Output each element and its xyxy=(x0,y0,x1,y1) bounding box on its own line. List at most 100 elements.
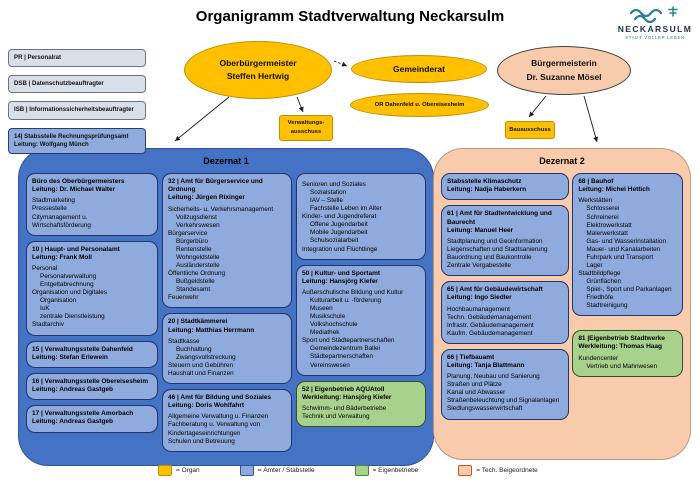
box-item: Gemeindezentrum Ballei xyxy=(310,345,380,353)
box-item: Zentrale Vergabestelle xyxy=(447,262,511,270)
box-item: Städtepartnerschaften xyxy=(310,353,373,361)
box-item: Bauordnung und Baukontrolle xyxy=(447,254,532,262)
box-item: Wirtschaftsförderung xyxy=(32,221,91,229)
box-item: Schwimm- und Bäderbetriebe xyxy=(302,404,387,412)
box-item: Personal xyxy=(32,265,58,272)
box-title: 66 | Tiefbauamt xyxy=(447,353,495,361)
dezernat-2-title: Dezernat 2 xyxy=(539,156,585,166)
sidebar-box-label: ISB | Informationssicherheitsbeauftragte… xyxy=(14,106,134,114)
box-item: Liegenschaften und Stadtsanierung xyxy=(447,246,548,253)
box-item: Zwangsvollstreckung xyxy=(176,353,236,361)
box-item: Kaufm. Gebäudemanagement xyxy=(447,329,533,337)
box-item: Volkshochschule xyxy=(310,321,358,329)
eigenbetriebe-swatch xyxy=(354,465,369,476)
box-leitung: Leitung: Andreas Gastgeb xyxy=(32,418,114,426)
page-title: Organigramm Stadtverwaltung Neckarsulm xyxy=(195,8,505,25)
neckarsulm-logo: NECKARSULM STADT VOLLER LEBEN xyxy=(612,5,698,40)
box-item: Friedhöfe xyxy=(586,294,614,302)
box-item: Bürgerservice xyxy=(168,229,208,237)
verwaltungsausschuss-line1: Verwaltungs- xyxy=(287,120,325,127)
logo-name: NECKARSULM xyxy=(617,24,693,34)
box-item: Stadtkasse xyxy=(168,337,200,345)
box-item: Vollzugsdienst xyxy=(176,213,217,221)
box-leitung: Leitung: Nadja Haberkern xyxy=(447,186,527,194)
legend-item: = Organ xyxy=(158,465,200,476)
box-item: Siedlungswasserwirtschaft xyxy=(447,405,523,413)
box-item: Wohngeldstelle xyxy=(176,253,220,261)
box-item: Stadtreinigung xyxy=(586,302,628,310)
box-title: 52 | Eigenbetrieb AQUAtoll xyxy=(302,385,385,393)
box-leitung: Leitung: Frank Moll xyxy=(32,253,92,261)
box-item: Sozialstation xyxy=(310,189,347,197)
box-item: Bürgerbüro xyxy=(176,237,208,245)
box-item: Schulsozialarbeit xyxy=(310,237,359,245)
box-item: Mobile Jugendarbeit xyxy=(310,229,368,237)
gemeinderat-oval: Gemeinderat xyxy=(351,55,487,83)
box-item: Offene Jugendarbeit xyxy=(310,221,368,229)
box-title: 68 | Bauhof xyxy=(578,178,614,185)
box-item: Planung, Neubau und Sanierung xyxy=(447,373,540,381)
oberbuergermeister-name: Steffen Hertwig xyxy=(226,71,290,81)
verwaltungsausschuss-line2: ausschuss xyxy=(290,129,322,135)
box-title: 32 | Amt für Bürgerservice und Ordnung xyxy=(168,178,263,194)
box-item: Technik und Verwaltung xyxy=(302,413,370,420)
buergermeisterin-name: Dr. Suzanne Mösel xyxy=(526,71,602,82)
verwaltungsausschuss-box: Verwaltungs- ausschuss xyxy=(279,115,333,141)
box-item: zentrale Dienstleistung xyxy=(40,313,105,321)
logo-tagline: STADT VOLLER LEBEN xyxy=(625,35,685,40)
box-item: Stadtplanung und Geoinformation xyxy=(447,237,543,245)
box-item: Ausländerstelle xyxy=(176,262,220,269)
box-item: Organisation und Digitales xyxy=(32,289,107,297)
box-leitung: Leitung: Dr. Michael Walter xyxy=(32,186,116,194)
box-item: Kundencenter xyxy=(578,354,619,362)
box-item: Sport und Städtepartnerschaften xyxy=(302,337,395,345)
box-item: Öffentliche Ordnung xyxy=(168,270,226,278)
box-item: Organisation xyxy=(40,297,77,305)
box-leitung: Leitung: Stefan Erlewein xyxy=(32,353,108,361)
sidebar-box-label: Leitung: Wolfgang Münch xyxy=(14,140,89,148)
box-item: Vereinswesen xyxy=(310,361,350,369)
oberbuergermeister-title: Oberbürgermeister xyxy=(219,57,297,68)
box-item: Elektrowerkstatt xyxy=(586,221,632,229)
box-item: Pressestelle xyxy=(32,205,67,213)
box-item: Bußgeldstelle xyxy=(176,278,215,286)
box-item: Schreinerei xyxy=(586,213,619,221)
arrow-bgm-to-bauausschuss xyxy=(528,95,547,118)
legend-label: = Eigenbetriebe xyxy=(372,467,419,474)
sidebar-box: ISB | Informationssicherheitsbeauftragte… xyxy=(8,101,146,120)
box-title: 61 | Amt für Stadtentwicklung und Baurec… xyxy=(447,210,552,226)
box-leitung: Leitung: Doris Wohlfahrt xyxy=(168,402,245,410)
box-item: Vertrieb und Mahnwesen xyxy=(586,362,658,370)
ortschaftsrat-oval: OR Dahenfeld u. Obereisesheim xyxy=(350,93,489,117)
box-leitung: Leitung: Andreas Gastgeb xyxy=(32,386,114,394)
box-item: Citymanagement u. xyxy=(32,213,88,221)
box-item: Senioren und Soziales xyxy=(302,181,366,188)
box-item: IuK xyxy=(40,305,50,313)
box-title: 65 | Amt für Gebäudewirtschaft xyxy=(447,286,543,294)
box-item: Grünflächen xyxy=(586,278,622,285)
sidebar-box-label: DSB | Datenschutzbeauftragter xyxy=(14,80,104,88)
box-title: 81 |Eigenbetrieb Stadtwerke xyxy=(578,335,666,343)
box-item: Standesamt xyxy=(176,286,211,294)
